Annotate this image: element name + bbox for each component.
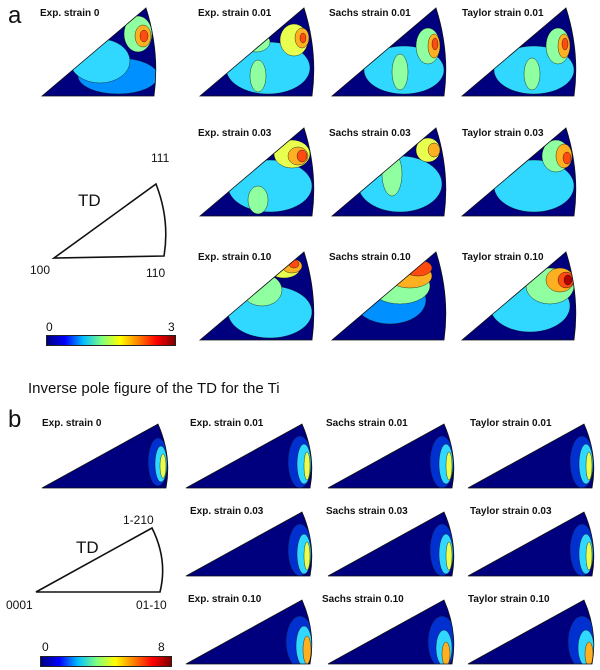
ipf-taylor-strain-001 [460, 7, 577, 97]
ipf-exp-strain-003 [198, 127, 315, 217]
ipf-b-taylor-strain-001 [467, 423, 595, 489]
colorbar-a-min: 0 [46, 320, 53, 334]
plot-label: Exp. strain 0.03 [190, 506, 264, 517]
plot-label: Exp. strain 0.01 [198, 8, 272, 19]
plot-label: Taylor strain 0.10 [462, 252, 544, 263]
ipf-taylor-strain-003 [460, 127, 577, 217]
panel-a-letter: a [8, 2, 22, 29]
ipf-b-sachs-strain-003 [327, 511, 455, 577]
key-b-corner-left: 0001 [6, 598, 33, 612]
plot-label: Exp. strain 0 [42, 418, 102, 429]
ipf-sachs-strain-003 [330, 127, 447, 217]
plot-label: Taylor strain 0.10 [468, 594, 550, 605]
plot-label: Sachs strain 0.10 [322, 594, 404, 605]
key-a-corner-top: 111 [151, 151, 170, 165]
key-a-axis-label: TD [78, 191, 101, 210]
plot-label: Taylor strain 0.01 [462, 8, 544, 19]
ipf-sachs-strain-001 [330, 7, 447, 97]
plot-label: Exp. strain 0.03 [198, 128, 272, 139]
colorbar-b [40, 656, 172, 667]
plot-label: Exp. strain 0.01 [190, 418, 264, 429]
ipf-exp-strain-0 [40, 7, 157, 97]
plot-label: Sachs strain 0.01 [329, 8, 411, 19]
ipf-exp-strain-010 [198, 251, 315, 341]
plot-label: Sachs strain 0.03 [329, 128, 411, 139]
key-triangle-a [51, 182, 167, 259]
ipf-taylor-strain-010 [460, 251, 577, 341]
colorbar-b-max: 8 [158, 640, 165, 654]
ipf-b-exp-strain-010 [185, 599, 313, 665]
ipf-sachs-strain-010 [330, 251, 447, 341]
key-triangle-b [35, 526, 164, 593]
ipf-b-sachs-strain-010 [327, 599, 455, 665]
plot-label: Taylor strain 0.03 [470, 506, 552, 517]
panel-b-title: Inverse pole figure of the TD for the Ti [28, 380, 280, 397]
key-b-corner-top: 1-210 [123, 513, 154, 527]
plot-label: Taylor strain 0.03 [462, 128, 544, 139]
key-b-corner-right: 01-10 [136, 598, 167, 612]
colorbar-a [46, 335, 176, 346]
ipf-exp-strain-001 [198, 7, 315, 97]
plot-label: Exp. strain 0 [40, 8, 100, 19]
plot-label: Exp. strain 0.10 [198, 252, 272, 263]
ipf-b-taylor-strain-010 [467, 599, 595, 665]
ipf-b-sachs-strain-001 [327, 423, 455, 489]
plot-label: Sachs strain 0.10 [329, 252, 411, 263]
plot-label: Sachs strain 0.01 [326, 418, 408, 429]
plot-label: Sachs strain 0.03 [326, 506, 408, 517]
ipf-b-exp-strain-001 [185, 423, 313, 489]
plot-label: Exp. strain 0.10 [188, 594, 262, 605]
plot-label: Taylor strain 0.01 [470, 418, 552, 429]
colorbar-b-min: 0 [42, 640, 49, 654]
colorbar-a-max: 3 [168, 320, 175, 334]
panel-b-letter: b [8, 406, 22, 433]
ipf-b-exp-strain-0 [41, 423, 169, 489]
key-a-corner-right: 110 [146, 266, 166, 280]
ipf-b-exp-strain-003 [185, 511, 313, 577]
ipf-b-taylor-strain-003 [467, 511, 595, 577]
key-b-axis-label: TD [76, 538, 99, 557]
key-a-corner-left: 100 [30, 263, 51, 277]
